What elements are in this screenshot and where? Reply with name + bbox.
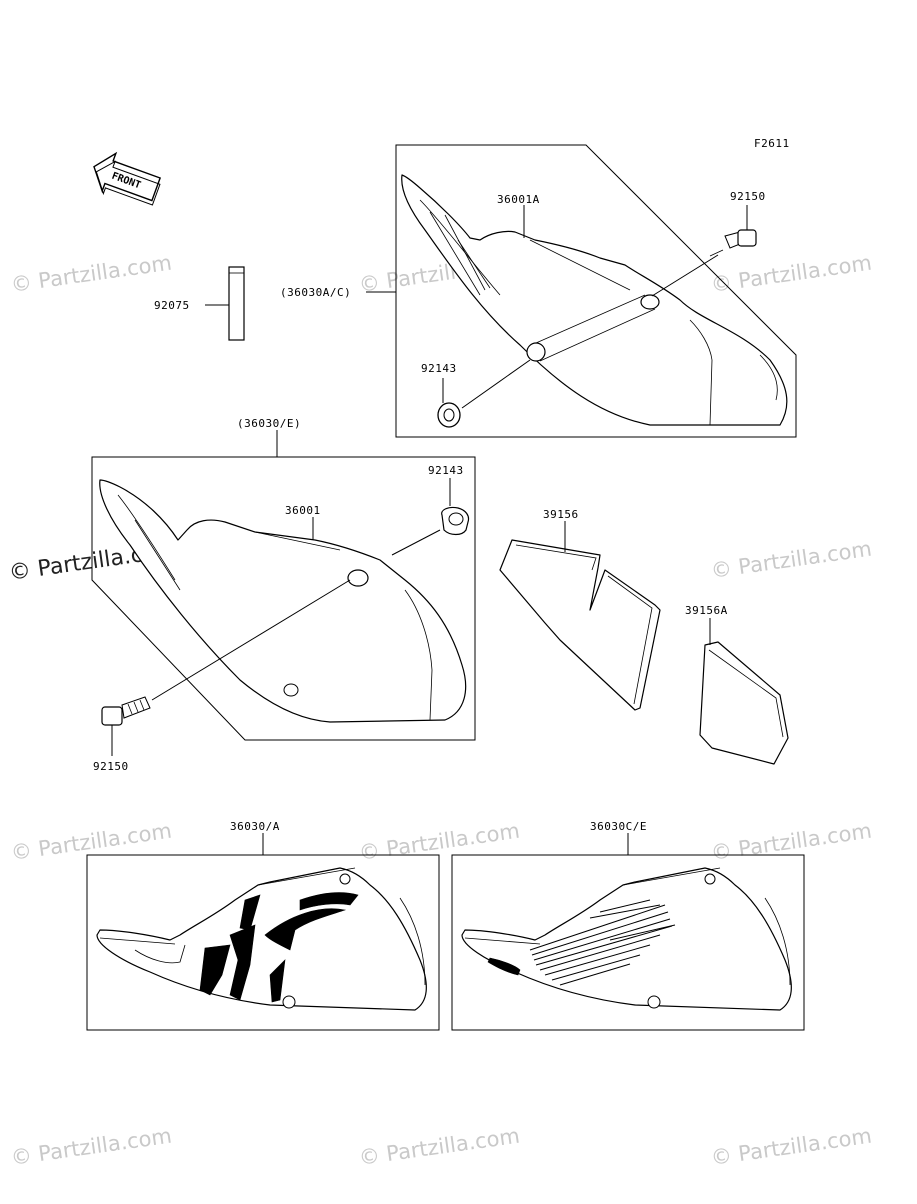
figure-code: F2611 <box>754 137 790 150</box>
part-92143-mid: 92143 <box>391 464 470 556</box>
part-92150-top: 92150 <box>651 190 766 297</box>
label-36030ac: (36030A/C) <box>280 286 351 299</box>
part-39156: 39156 <box>499 508 661 711</box>
label-36001a: 36001A <box>497 193 540 206</box>
watermark: © Partzilla.com <box>9 819 173 865</box>
watermark: © Partzilla.com <box>709 251 873 297</box>
assembly-36030a: 36030/A <box>86 820 440 1031</box>
label-36030ce: 36030C/E <box>590 820 647 833</box>
watermark: © Partzilla.com <box>357 1124 521 1170</box>
label-39156a: 39156A <box>685 604 728 617</box>
label-92150-mid: 92150 <box>93 760 129 773</box>
label-36030e: (36030/E) <box>237 417 301 430</box>
watermark: © Partzilla.com <box>9 251 173 297</box>
watermark: © Partzilla.com <box>709 819 873 865</box>
label-92075: 92075 <box>154 299 190 312</box>
assembly-36030ac: (36030A/C) 36001A 92150 <box>280 144 797 438</box>
watermark: © Partzilla.com <box>709 537 873 583</box>
part-92143-top: 92143 <box>421 359 531 428</box>
label-36001: 36001 <box>285 504 321 517</box>
assembly-36030ce: 36030C/E <box>451 820 805 1031</box>
part-92150-mid: 92150 <box>93 579 351 773</box>
part-39156a: 39156A <box>685 604 789 765</box>
label-92143-mid: 92143 <box>428 464 464 477</box>
assembly-36030e: (36030/E) 36001 92143 92150 <box>91 417 476 773</box>
part-92075: 92075 <box>154 266 245 341</box>
label-39156: 39156 <box>543 508 579 521</box>
front-arrow-icon: FRONT <box>93 151 162 206</box>
watermark: © Partzilla.com <box>709 1124 873 1170</box>
label-92143-top: 92143 <box>421 362 457 375</box>
label-36030a: 36030/A <box>230 820 280 833</box>
watermark: © Partzilla.com <box>9 1124 173 1170</box>
label-92150-top: 92150 <box>730 190 766 203</box>
